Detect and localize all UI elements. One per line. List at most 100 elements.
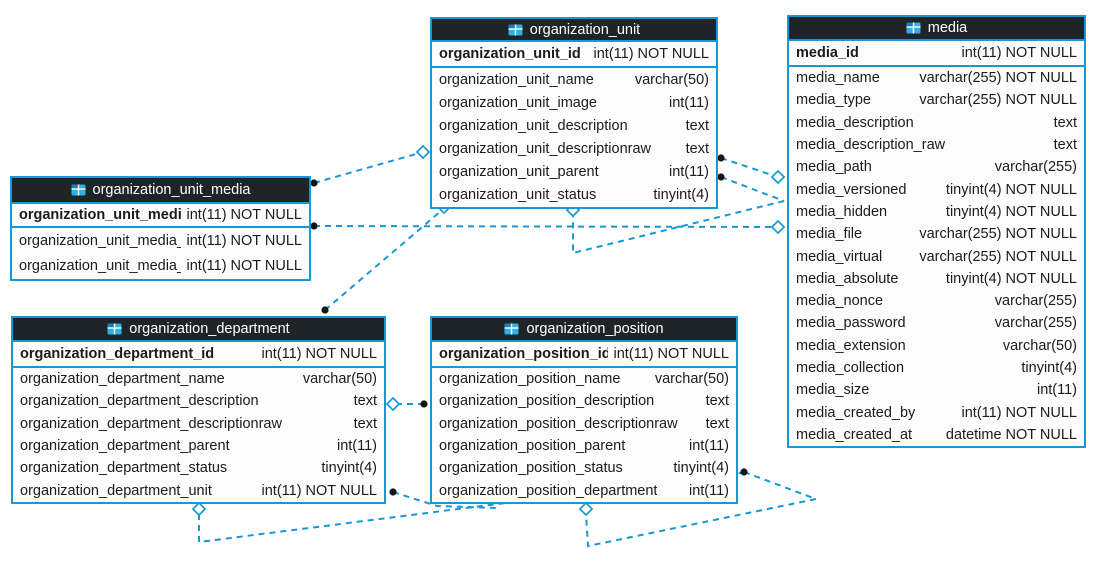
pk-column-type: int(11) NOT NULL bbox=[261, 346, 378, 362]
column-name: media_file bbox=[796, 226, 863, 243]
column-type: int(11) bbox=[668, 164, 709, 181]
pk-column-name: organization_unit_media_id bbox=[19, 207, 181, 223]
table-header[interactable]: media bbox=[789, 17, 1084, 41]
table-header[interactable]: organization_department bbox=[13, 318, 384, 342]
table-organization_unit_media[interactable]: organization_unit_media organization_unit… bbox=[10, 176, 311, 281]
column-type: tinyint(4) bbox=[1021, 360, 1077, 376]
table-icon bbox=[107, 323, 122, 335]
table-row: organization_unit_media_srcint(11) NOT N… bbox=[12, 228, 309, 254]
table-icon bbox=[508, 24, 523, 35]
table-header[interactable]: organization_position bbox=[432, 318, 736, 342]
column-type: varchar(255) bbox=[994, 315, 1077, 332]
column-name: media_absolute bbox=[796, 270, 899, 287]
column-name: media_path bbox=[796, 159, 872, 176]
table-row: media_password varchar(255) bbox=[789, 312, 1084, 334]
relation-diamond-anchor bbox=[385, 396, 401, 412]
column-type: text bbox=[705, 393, 729, 410]
relationship-line bbox=[313, 151, 424, 184]
table-title: organization_unit_media bbox=[92, 182, 251, 198]
table-header[interactable]: organization_unit_media bbox=[12, 178, 309, 204]
column-name: media_created_by bbox=[796, 404, 916, 421]
table-row: media_file varchar(255) NOT NULL bbox=[789, 223, 1084, 245]
pk-column-type: int(11) NOT NULL bbox=[613, 346, 730, 362]
column-name: organization_department_unit bbox=[20, 482, 212, 499]
column-type: varchar(255) NOT NULL bbox=[919, 248, 1077, 265]
column-type: text bbox=[353, 415, 377, 432]
table-title: organization_position bbox=[526, 321, 664, 337]
column-type: text bbox=[705, 415, 729, 432]
column-name: organization_position_department bbox=[439, 482, 658, 499]
table-title: media bbox=[927, 20, 968, 36]
column-type: varchar(255) NOT NULL bbox=[919, 92, 1077, 109]
table-header[interactable]: organization_unit bbox=[432, 19, 716, 42]
column-type: varchar(50) bbox=[1002, 337, 1077, 354]
column-type: datetime NOT NULL bbox=[945, 426, 1077, 443]
table-row: organization_unit_media_dstint(11) NOT N… bbox=[12, 254, 309, 280]
table-organization_position[interactable]: organization_position organization_positi… bbox=[430, 316, 738, 504]
relationship-line bbox=[585, 471, 820, 548]
column-name: media_size bbox=[796, 382, 870, 399]
column-name: organization_position_description bbox=[439, 393, 655, 410]
table-row: organization_position_description text bbox=[432, 390, 736, 412]
column-name: organization_department_status bbox=[20, 460, 228, 477]
column-type: text bbox=[1053, 137, 1077, 154]
column-name: organization_unit_status bbox=[439, 187, 597, 204]
column-name: media_nonce bbox=[796, 293, 884, 310]
table-row: media_versioned tinyint(4) NOT NULL bbox=[789, 178, 1084, 200]
relation-dot-anchor bbox=[717, 173, 725, 181]
column-name: media_type bbox=[796, 92, 871, 109]
column-type: text bbox=[1053, 114, 1077, 131]
column-type: tinyint(4) bbox=[673, 460, 729, 477]
column-name: organization_unit_media_dst bbox=[19, 258, 181, 275]
relationship-line bbox=[313, 225, 779, 228]
column-name: media_name bbox=[796, 70, 880, 87]
column-name: organization_position_name bbox=[439, 371, 621, 388]
column-name: organization_department_parent bbox=[20, 438, 230, 455]
column-type: varchar(50) bbox=[302, 371, 377, 388]
column-name: organization_position_status bbox=[439, 460, 623, 477]
table-icon bbox=[71, 184, 85, 196]
relationship-line bbox=[720, 157, 779, 178]
relation-diamond-anchor bbox=[770, 169, 786, 185]
column-type: tinyint(4) NOT NULL bbox=[945, 181, 1077, 198]
relation-diamond-anchor bbox=[191, 501, 207, 517]
pk-column-name: media_id bbox=[796, 45, 859, 61]
pk-column-type: int(11) NOT NULL bbox=[593, 46, 710, 62]
relation-dot-anchor bbox=[310, 222, 318, 230]
column-name: media_password bbox=[796, 315, 906, 332]
column-type: varchar(255) NOT NULL bbox=[919, 226, 1077, 243]
relation-dot-anchor bbox=[420, 400, 428, 408]
relation-diamond-anchor bbox=[770, 219, 786, 235]
column-name: organization_unit_name bbox=[439, 71, 594, 88]
column-type: tinyint(4) NOT NULL bbox=[945, 203, 1077, 220]
column-name: media_versioned bbox=[796, 181, 907, 198]
column-type: int(11) bbox=[688, 438, 729, 455]
relationship-line bbox=[198, 472, 742, 544]
column-type: varchar(255) bbox=[994, 293, 1077, 310]
relationship-line bbox=[572, 200, 785, 255]
column-type: varchar(255) bbox=[994, 159, 1077, 176]
